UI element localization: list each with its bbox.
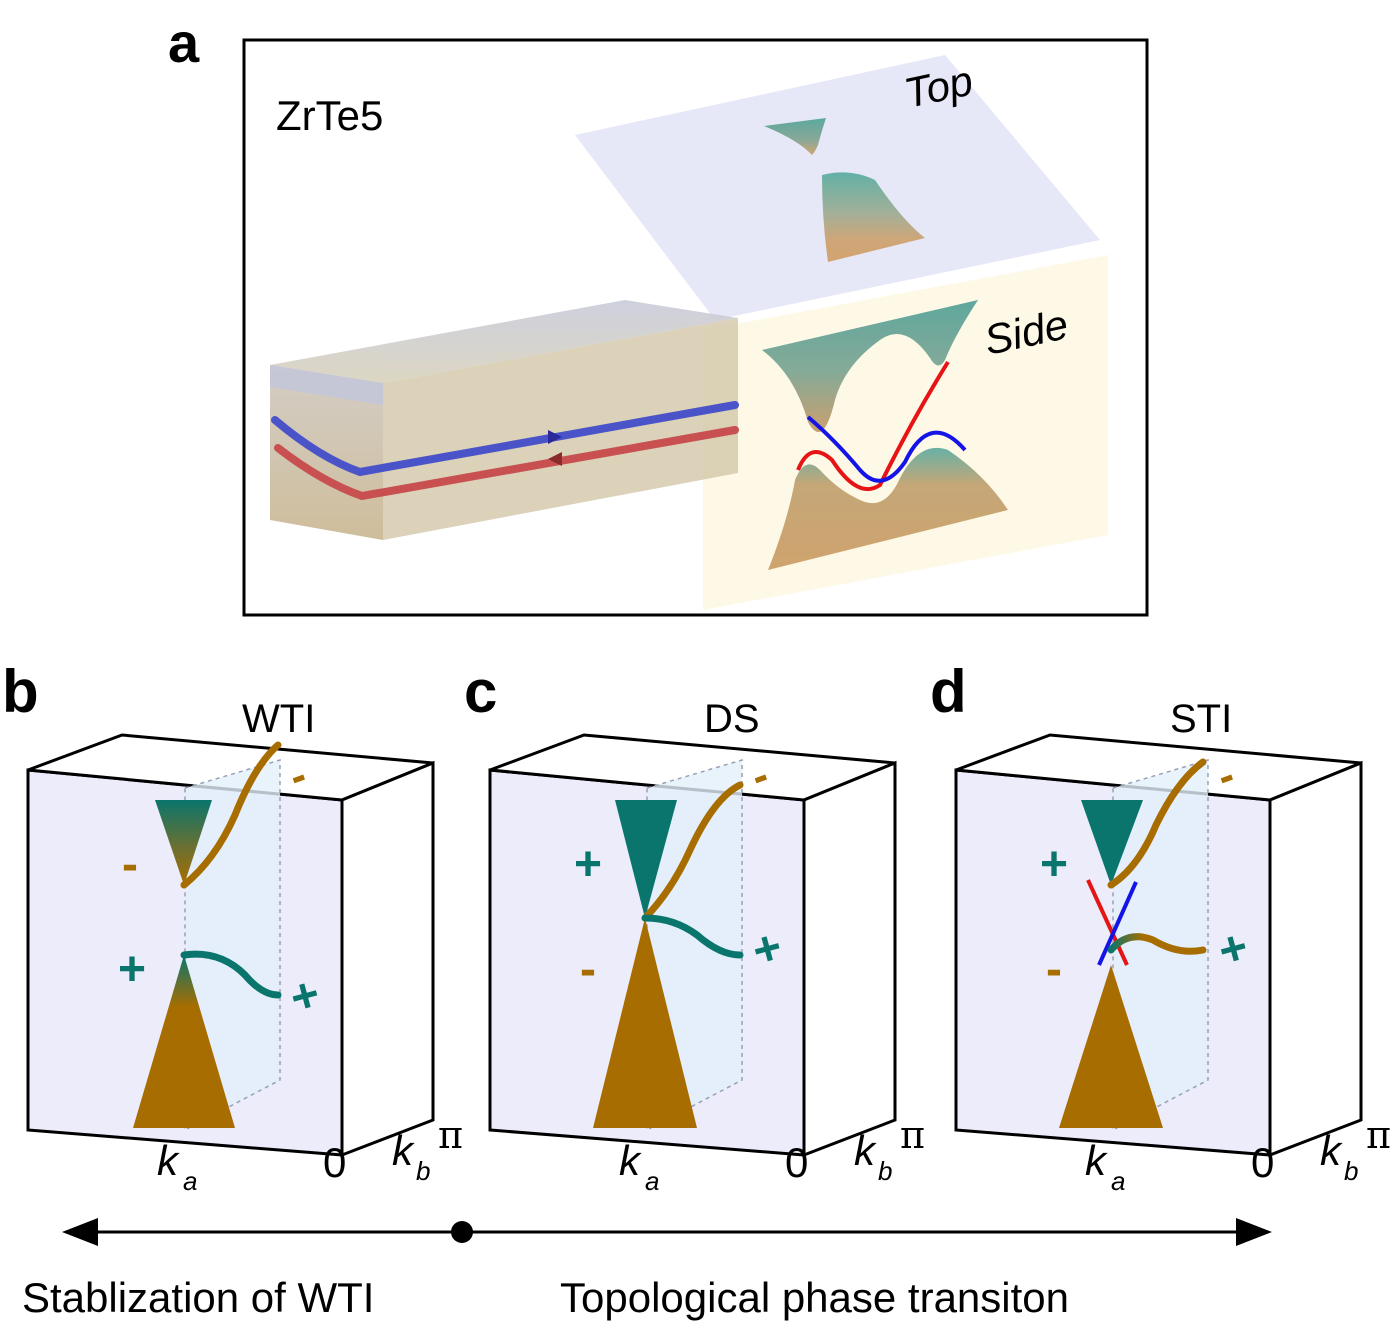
upper-surface-state (1107, 758, 1207, 889)
slab-front-face (383, 318, 738, 540)
ka-subscript: a (183, 1166, 197, 1196)
lower-surface-state (641, 914, 744, 959)
phase-axis: Stablization of WTI Topological phase tr… (22, 1218, 1272, 1321)
lower-surface-state (180, 950, 282, 999)
side-lower-band (768, 447, 1008, 570)
pi-label: π (438, 1113, 463, 1157)
material-label: ZrTe5 (276, 92, 383, 139)
box-right-face (802, 760, 897, 1158)
kb-subscript: b (1344, 1156, 1358, 1186)
zero-label: 0 (785, 1139, 808, 1186)
dirac-red-state (1086, 879, 1129, 966)
pi-label: π (900, 1113, 925, 1157)
phase-title: WTI (242, 697, 315, 741)
upper-cone (155, 800, 212, 885)
lower-cone (133, 955, 235, 1128)
momentum-slice (185, 760, 280, 1130)
ka-subscript: a (645, 1166, 659, 1196)
top-lower-cone (822, 172, 925, 262)
slab-red-edge-state (274, 426, 739, 501)
lower-surface-state (1107, 933, 1207, 955)
ka-label: k (619, 1137, 642, 1184)
slab-blue-edge-state (271, 401, 739, 477)
kb-subscript: b (416, 1156, 430, 1186)
panel-letter: b (2, 658, 39, 725)
upper-parity-sign: - (122, 838, 138, 891)
upper-cone (615, 800, 677, 918)
upper-cone (1081, 800, 1143, 885)
left-arrowhead-icon (62, 1218, 98, 1246)
side-red-state (796, 360, 950, 491)
kb-label: k (392, 1127, 415, 1174)
zero-label: 0 (1251, 1139, 1274, 1186)
top-upper-cone (764, 118, 826, 155)
panel-a: a ZrTe5 Top Side (168, 11, 1149, 617)
panel-letter: d (930, 658, 967, 725)
lower-cone (593, 918, 697, 1128)
zero-label: 0 (323, 1139, 346, 1186)
axis-dot (451, 1221, 473, 1243)
slab-top-face (270, 300, 738, 383)
panel-a-letter: a (168, 11, 200, 74)
side-blue-state (806, 415, 967, 483)
kb-label: k (1320, 1127, 1343, 1174)
right-arrowhead-icon (1236, 1218, 1272, 1246)
box-right-face (340, 760, 435, 1158)
lower-parity-sign: - (1046, 943, 1062, 996)
dirac-blue-state (1097, 881, 1138, 966)
phase-title: STI (1170, 697, 1232, 741)
blue-arrow-icon (548, 430, 562, 444)
slab-cap (270, 365, 383, 405)
ka-label: k (1085, 1137, 1108, 1184)
upper-parity-sign: + (574, 838, 602, 891)
pi-label: π (1366, 1113, 1391, 1157)
side-upper-band (762, 300, 978, 433)
ka-label: k (157, 1137, 180, 1184)
box-right-face (1268, 760, 1363, 1158)
right-caption: Topological phase transiton (560, 1274, 1069, 1321)
kb-subscript: b (878, 1156, 892, 1186)
lower-parity-sign: + (118, 943, 146, 996)
upper-surface-state (180, 741, 282, 889)
red-arrow-icon (548, 452, 562, 466)
lower-cone (1059, 965, 1163, 1128)
kb-label: k (854, 1127, 877, 1174)
lower-parity-sign: - (580, 943, 596, 996)
panel-letter: c (464, 658, 497, 725)
phase-title: DS (704, 697, 760, 741)
left-caption: Stablization of WTI (22, 1274, 374, 1321)
upper-parity-sign: + (1040, 838, 1068, 891)
upper-surface-state (641, 781, 744, 922)
ka-subscript: a (1111, 1166, 1125, 1196)
